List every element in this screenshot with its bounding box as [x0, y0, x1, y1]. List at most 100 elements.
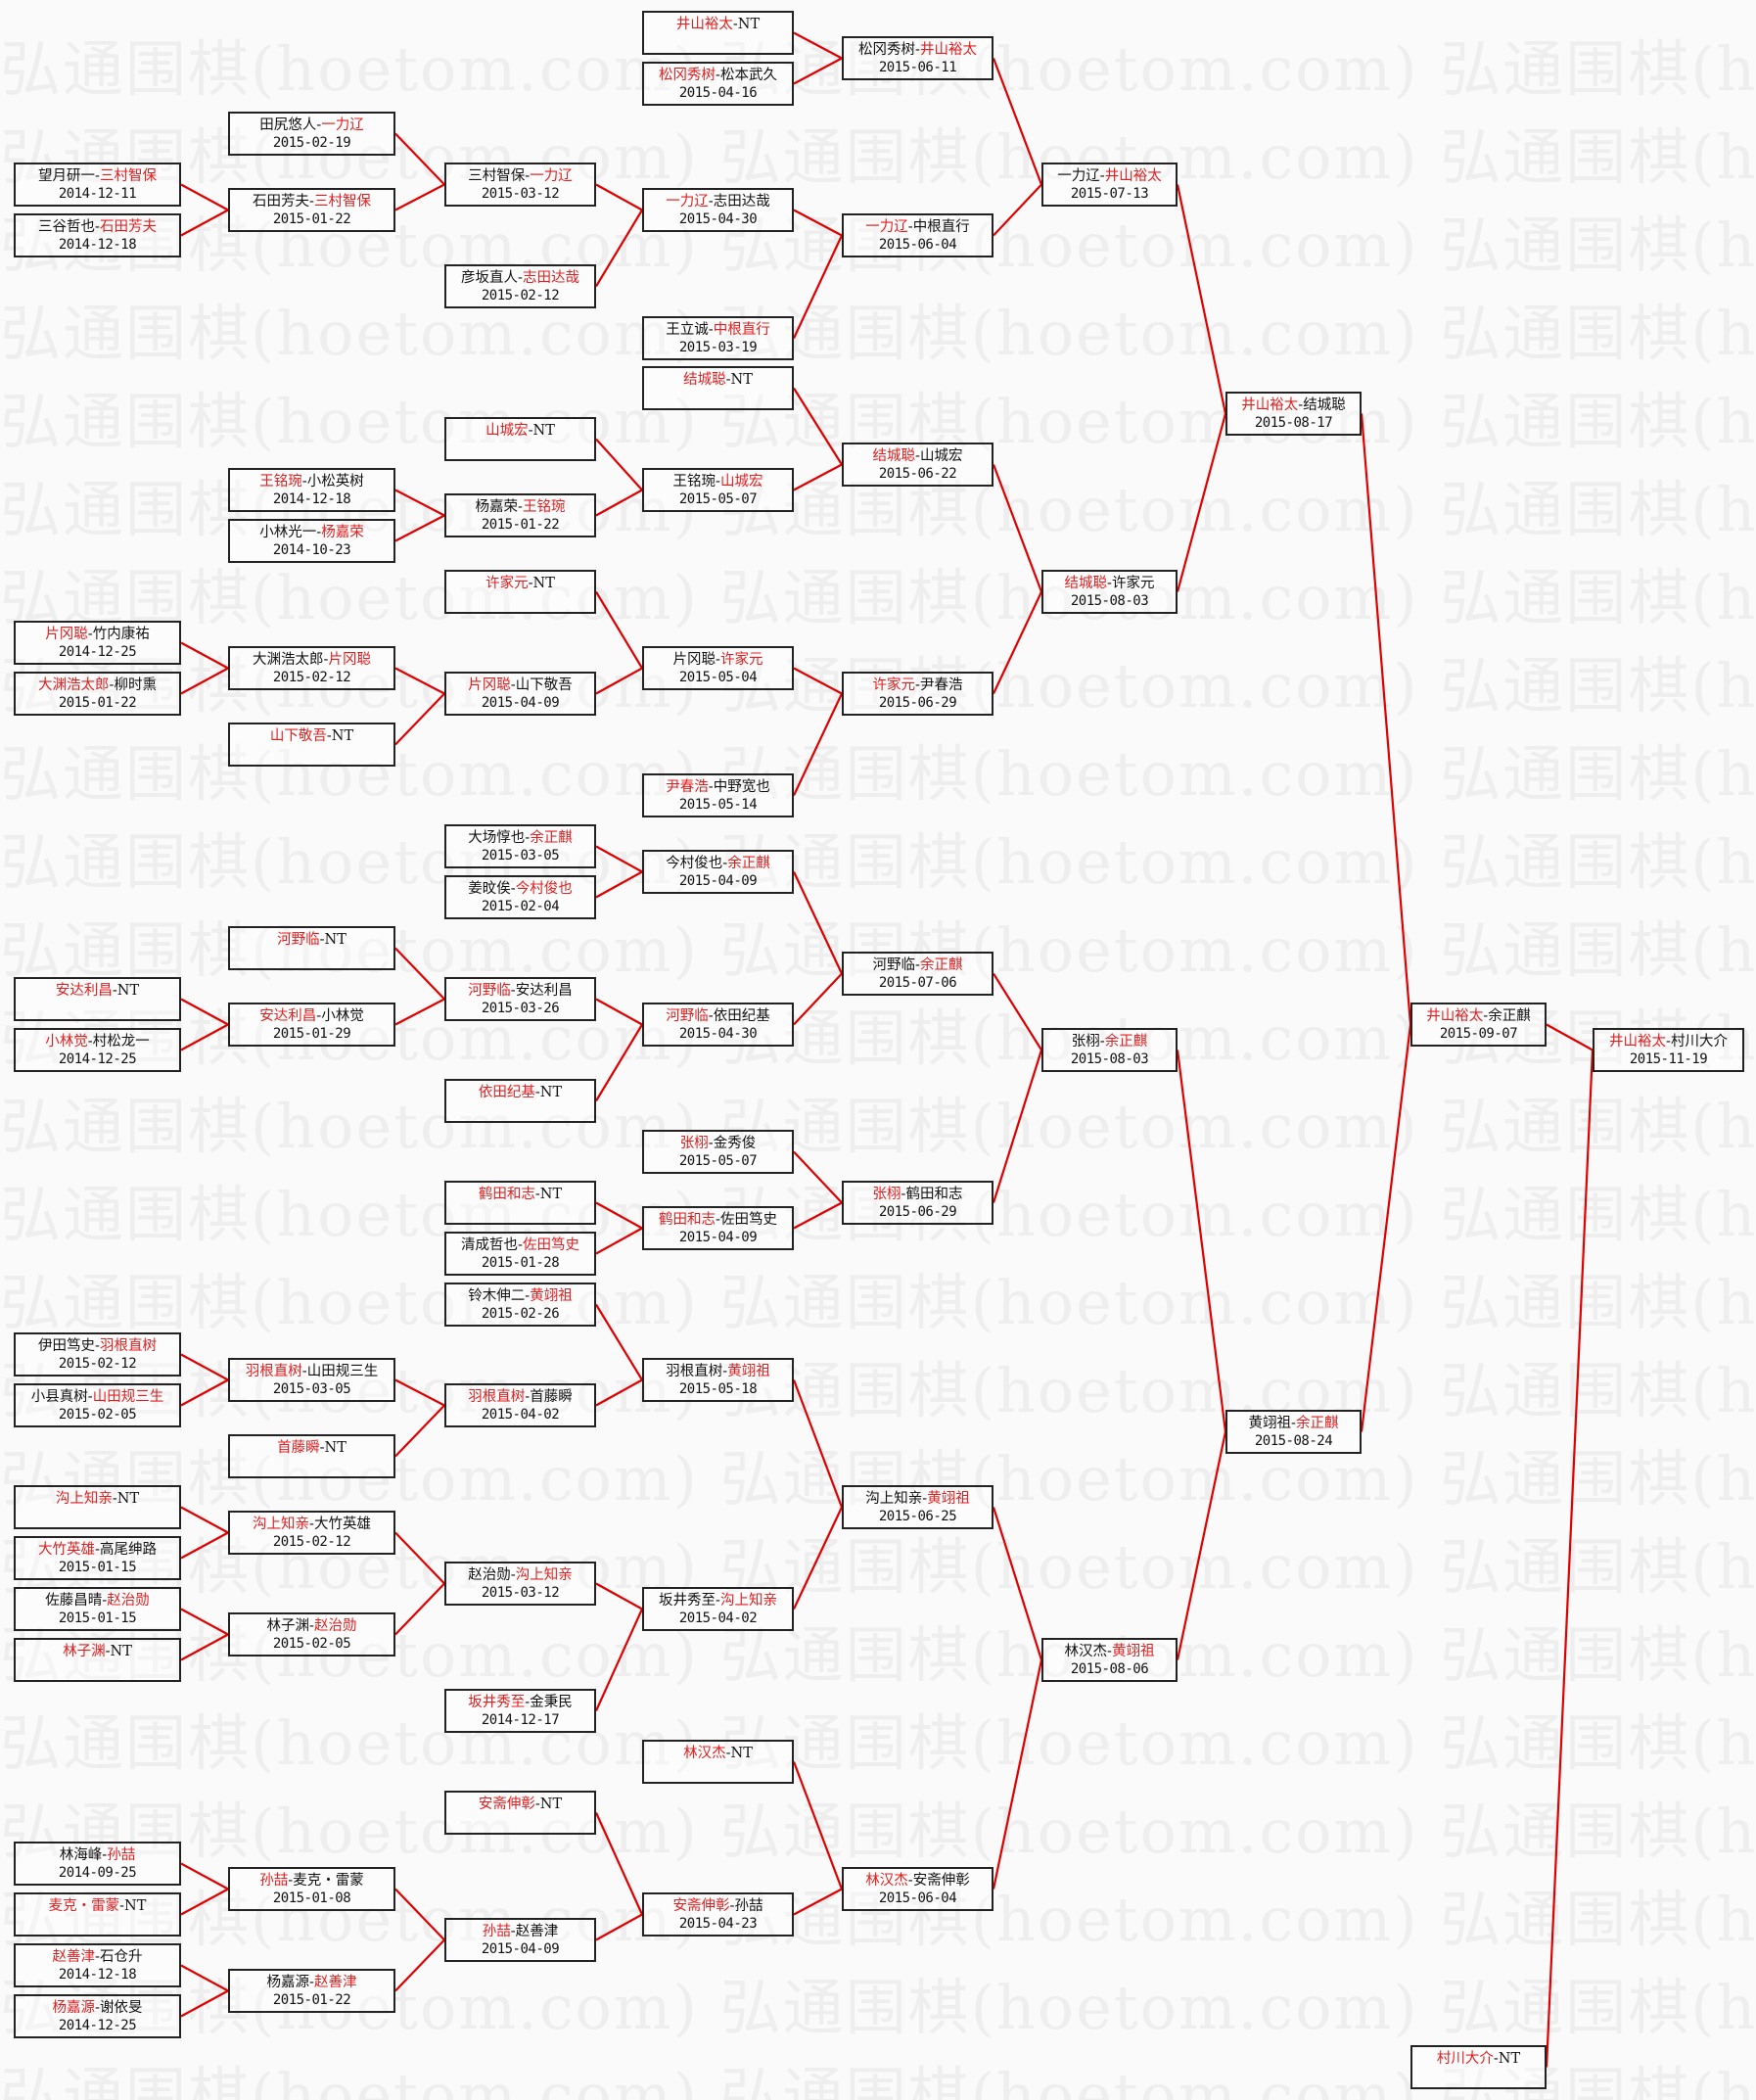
player-name: 许家元: [719, 652, 763, 668]
match-box-m0_10[interactable]: 佐藤昌晴-赵治勋 2015-01-15: [14, 1587, 181, 1631]
match-box-m2_13[interactable]: 羽根直树-首藤瞬 2015-04-02: [444, 1383, 596, 1427]
player-name: 佐田笃史: [522, 1237, 579, 1253]
match-box-m6_0[interactable]: 井山裕太-结城聪 2015-08-17: [1225, 392, 1362, 436]
match-box-m2_3[interactable]: 杨嘉荣-王铭琬 2015-01-22: [444, 493, 596, 537]
match-box-m2_17[interactable]: 孙喆-赵善津 2015-04-09: [444, 1918, 596, 1962]
match-box-m2_8[interactable]: 河野临-安达利昌 2015-03-26: [444, 977, 596, 1021]
match-box-m3_1[interactable]: 松冈秀树-松本武久 2015-04-16: [642, 62, 794, 106]
match-box-m1_5[interactable]: 山下敬吾-NT: [228, 723, 395, 767]
match-box-m2_15[interactable]: 坂井秀至-金秉民 2014-12-17: [444, 1689, 596, 1733]
match-box-m3_10[interactable]: 张栩-金秀俊 2015-05-07: [642, 1130, 794, 1174]
match-box-m1_1[interactable]: 石田芳夫-三村智保 2015-01-22: [228, 188, 395, 232]
match-box-m3_3[interactable]: 王立诚-中根直行 2015-03-19: [642, 316, 794, 360]
match-box-m2_11[interactable]: 清成哲也-佐田笃史 2015-01-28: [444, 1232, 596, 1276]
match-box-m2_10[interactable]: 鹤田和志-NT: [444, 1181, 596, 1225]
versus-separator: -: [87, 1034, 93, 1050]
match-box-m0_7[interactable]: 小县真树-山田规三生 2015-02-05: [14, 1383, 181, 1427]
match-date: 2015-02-12: [481, 288, 560, 303]
match-box-m1_6[interactable]: 河野临-NT: [228, 926, 395, 970]
match-players: 沟上知亲-黄翊祖: [844, 1490, 992, 1508]
match-box-m7_1[interactable]: 村川大介-NT: [1410, 2045, 1547, 2089]
match-box-m1_7[interactable]: 安达利昌-小林觉 2015-01-29: [228, 1003, 395, 1047]
match-box-m0_6[interactable]: 伊田笃史-羽根直树 2015-02-12: [14, 1332, 181, 1377]
match-box-m0_4[interactable]: 安达利昌-NT: [14, 977, 181, 1021]
match-box-m1_8[interactable]: 羽根直树-山田规三生 2015-03-05: [228, 1358, 395, 1402]
connector-m0_3-to-m1_4: [180, 667, 229, 695]
player-name: 余正麒: [1295, 1416, 1339, 1431]
match-box-m2_7[interactable]: 姜旼俟-今村俊也 2015-02-04: [444, 875, 596, 919]
match-box-m0_1[interactable]: 三谷哲也-石田芳夫 2014-12-18: [14, 213, 181, 257]
match-box-m4_1[interactable]: 一力辽-中根直行 2015-06-04: [842, 213, 994, 257]
match-box-m0_15[interactable]: 杨嘉源-谢依旻 2014-12-25: [14, 1994, 181, 2038]
match-box-m0_5[interactable]: 小林觉-村松龙一 2014-12-25: [14, 1028, 181, 1072]
match-box-m0_2[interactable]: 片冈聪-竹内康祐 2014-12-25: [14, 621, 181, 665]
match-box-m2_12[interactable]: 铃木伸二-黄翊祖 2015-02-26: [444, 1283, 596, 1327]
match-box-m2_2[interactable]: 山城宏-NT: [444, 417, 596, 461]
match-box-m2_6[interactable]: 大场惇也-余正麒 2015-03-05: [444, 824, 596, 868]
match-box-m1_0[interactable]: 田尻悠人-一力辽 2015-02-19: [228, 112, 395, 156]
match-box-m2_5[interactable]: 片冈聪-山下敬吾 2015-04-09: [444, 672, 596, 716]
match-box-m3_0[interactable]: 井山裕太-NT: [642, 11, 794, 55]
match-box-m3_15[interactable]: 安斋伸彰-孙喆 2015-04-23: [642, 1892, 794, 1937]
match-box-m1_3[interactable]: 小林光一-杨嘉荣 2014-10-23: [228, 519, 395, 563]
match-box-m3_11[interactable]: 鹤田和志-佐田笃史 2015-04-09: [642, 1206, 794, 1250]
match-box-m8_0[interactable]: 井山裕太-村川大介 2015-11-19: [1593, 1028, 1744, 1072]
match-box-m4_2[interactable]: 结城聪-山城宏 2015-06-22: [842, 443, 994, 487]
player-name: 林汉杰: [683, 1746, 726, 1761]
match-box-m3_7[interactable]: 尹春浩-中野宽也 2015-05-14: [642, 773, 794, 817]
match-box-m4_4[interactable]: 河野临-余正麒 2015-07-06: [842, 952, 994, 996]
match-box-m1_12[interactable]: 孙喆-麦克・雷蒙 2015-01-08: [228, 1867, 395, 1911]
match-box-m4_0[interactable]: 松冈秀树-井山裕太 2015-06-11: [842, 36, 994, 80]
player-name: 大竹英雄: [38, 1542, 96, 1558]
match-box-m3_13[interactable]: 坂井秀至-沟上知亲 2015-04-02: [642, 1587, 794, 1631]
match-box-m2_4[interactable]: 许家元-NT: [444, 570, 596, 614]
match-box-m1_13[interactable]: 杨嘉源-赵善津 2015-01-22: [228, 1969, 395, 2013]
match-box-m0_13[interactable]: 麦克・雷蒙-NT: [14, 1892, 181, 1937]
match-box-m1_11[interactable]: 林子渊-赵治勋 2015-02-05: [228, 1612, 395, 1657]
player-name: 柳时熏: [114, 677, 157, 693]
match-box-m4_6[interactable]: 沟上知亲-黄翊祖 2015-06-25: [842, 1485, 994, 1529]
match-box-m5_2[interactable]: 张栩-余正麒 2015-08-03: [1041, 1028, 1178, 1072]
match-box-m4_5[interactable]: 张栩-鹤田和志 2015-06-29: [842, 1181, 994, 1225]
match-players: 铃木伸二-黄翊祖: [446, 1287, 594, 1305]
match-box-m2_0[interactable]: 三村智保-一力辽 2015-03-12: [444, 163, 596, 207]
match-box-m0_12[interactable]: 林海峰-孙喆 2014-09-25: [14, 1842, 181, 1886]
match-box-m1_10[interactable]: 沟上知亲-大竹英雄 2015-02-12: [228, 1511, 395, 1555]
match-box-m3_2[interactable]: 一力辽-志田达哉 2015-04-30: [642, 188, 794, 232]
match-box-m3_14[interactable]: 林汉杰-NT: [642, 1740, 794, 1784]
match-box-m2_16[interactable]: 安斋伸彰-NT: [444, 1791, 596, 1835]
match-box-m1_2[interactable]: 王铭琬-小松英树 2014-12-18: [228, 468, 395, 512]
match-box-m0_14[interactable]: 赵善津-石仓升 2014-12-18: [14, 1943, 181, 1987]
match-box-m3_8[interactable]: 今村俊也-余正麒 2015-04-09: [642, 850, 794, 894]
connector-m0_1-to-m1_1: [180, 209, 229, 237]
match-box-m5_1[interactable]: 结城聪-许家元 2015-08-03: [1041, 570, 1178, 614]
match-box-m0_0[interactable]: 望月研一-三村智保 2014-12-11: [14, 163, 181, 207]
match-box-m7_0[interactable]: 井山裕太-余正麒 2015-09-07: [1410, 1003, 1547, 1047]
match-box-m1_9[interactable]: 首藤瞬-NT: [228, 1434, 395, 1478]
match-box-m2_1[interactable]: 彦坂直人-志田达哉 2015-02-12: [444, 264, 596, 308]
match-box-m4_7[interactable]: 林汉杰-安斋伸彰 2015-06-04: [842, 1867, 994, 1911]
match-players: 伊田笃史-羽根直树: [16, 1337, 179, 1355]
match-box-m2_14[interactable]: 赵治勋-沟上知亲 2015-03-12: [444, 1562, 596, 1606]
player-name: 许家元: [872, 677, 916, 693]
match-box-m1_4[interactable]: 大渊浩太郎-片冈聪 2015-02-12: [228, 646, 395, 690]
match-box-m3_4[interactable]: 结城聪-NT: [642, 366, 794, 410]
match-box-m3_6[interactable]: 片冈聪-许家元 2015-05-04: [642, 646, 794, 690]
match-date: 2015-04-02: [678, 1610, 758, 1626]
match-box-m5_0[interactable]: 一力辽-井山裕太 2015-07-13: [1041, 163, 1178, 207]
match-box-m2_9[interactable]: 依田纪基-NT: [444, 1079, 596, 1123]
match-box-m3_5[interactable]: 王铭琬-山城宏 2015-05-07: [642, 468, 794, 512]
match-box-m0_8[interactable]: 沟上知亲-NT: [14, 1485, 181, 1529]
match-box-m5_3[interactable]: 林汉杰-黄翊祖 2015-08-06: [1041, 1638, 1178, 1682]
match-box-m0_11[interactable]: 林子渊-NT: [14, 1638, 181, 1682]
match-box-m6_1[interactable]: 黄翊祖-余正麒 2015-08-24: [1225, 1410, 1362, 1454]
player-name: 坂井秀至: [468, 1695, 526, 1710]
match-box-m4_3[interactable]: 许家元-尹春浩 2015-06-29: [842, 672, 994, 716]
match-players: 孙喆-赵善津: [446, 1923, 594, 1940]
match-box-m0_9[interactable]: 大竹英雄-高尾绅路 2015-01-15: [14, 1536, 181, 1580]
connector-m3_10-to-m4_5: [793, 1150, 843, 1204]
match-box-m0_3[interactable]: 大渊浩太郎-柳时熏 2015-01-22: [14, 672, 181, 716]
match-box-m3_12[interactable]: 羽根直树-黄翊祖 2015-05-18: [642, 1358, 794, 1402]
match-box-m3_9[interactable]: 河野临-依田纪基 2015-04-30: [642, 1003, 794, 1047]
versus-separator: -: [907, 1873, 913, 1889]
